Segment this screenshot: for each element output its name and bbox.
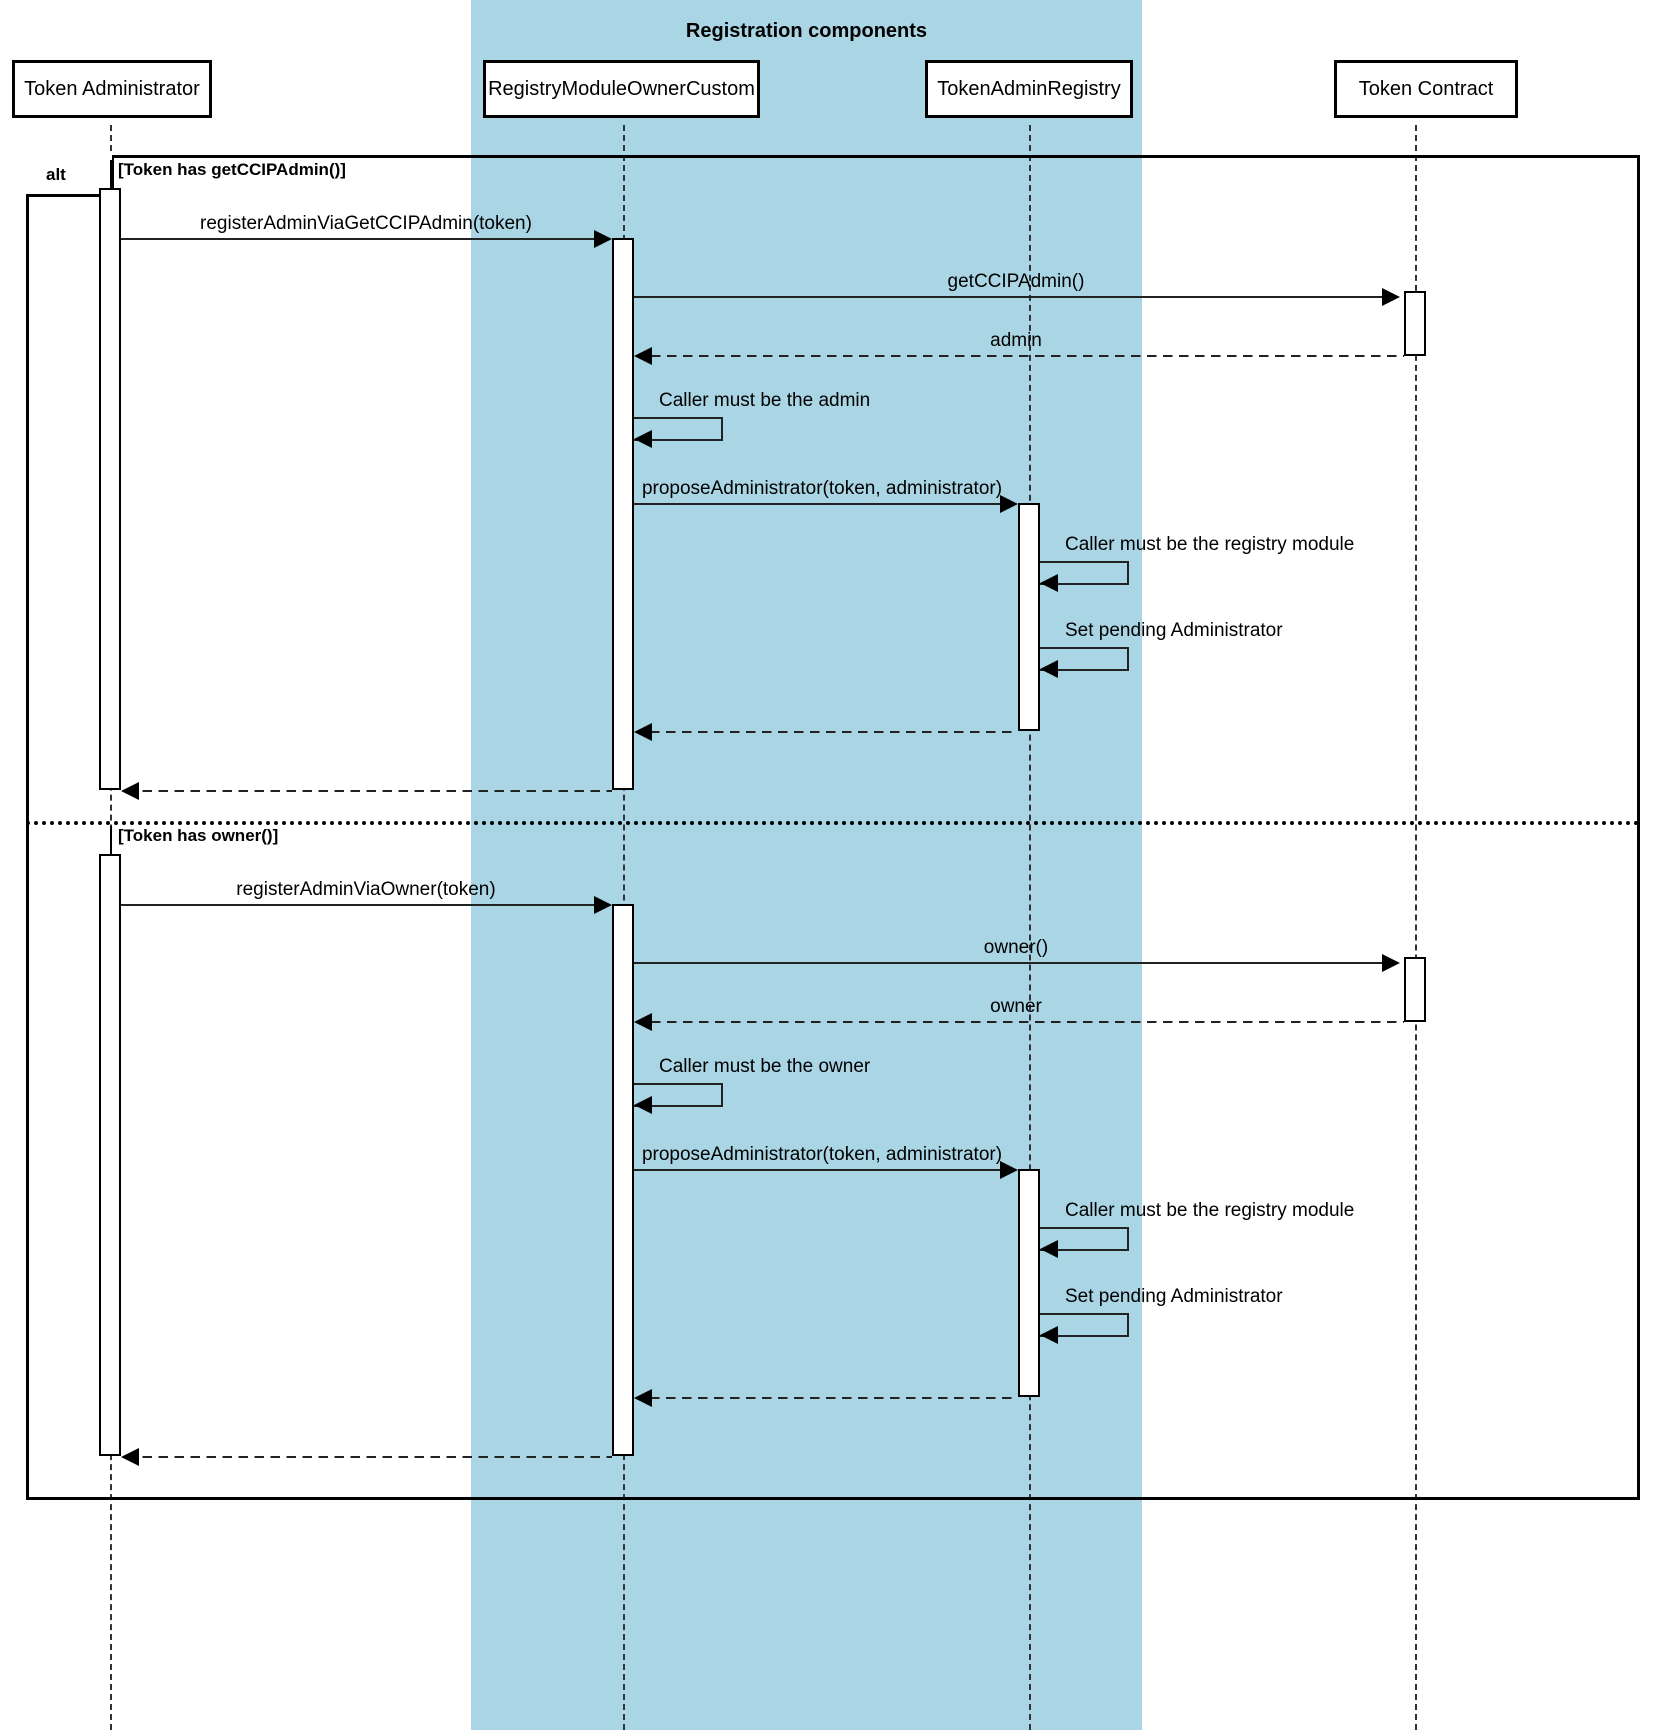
message-label-m15: Caller must be the registry module — [1065, 1200, 1355, 1221]
activation-admin-branch-1 — [99, 854, 121, 1456]
message-label-m1: registerAdminViaGetCCIPAdmin(token) — [200, 213, 532, 234]
message-arrowhead-m2 — [1382, 288, 1400, 306]
participant-token-administrator[interactable]: Token Administrator — [12, 60, 212, 118]
lifeline-token-contract — [1415, 125, 1417, 1730]
message-arrowhead-m15 — [1040, 1240, 1058, 1258]
message-line-m5 — [634, 503, 1000, 505]
message-arrowhead-m1 — [594, 230, 612, 248]
message-label-m6: Caller must be the registry module — [1065, 534, 1355, 555]
message-arrowhead-m9 — [121, 782, 139, 800]
participant-registry-module-owner-custom[interactable]: RegistryModuleOwnerCustom — [483, 60, 760, 118]
self-message-loop-m15 — [1040, 1227, 1129, 1251]
message-arrowhead-m12 — [634, 1013, 652, 1031]
message-arrowhead-m3 — [634, 347, 652, 365]
message-line-m9 — [137, 790, 612, 792]
message-label-m2: getCCIPAdmin() — [947, 271, 1085, 292]
message-label-m4: Caller must be the admin — [659, 390, 871, 411]
message-label-m10: registerAdminViaOwner(token) — [236, 879, 496, 900]
participant-token-admin-registry[interactable]: TokenAdminRegistry — [925, 60, 1133, 118]
alt-branch-divider — [26, 821, 1640, 825]
message-label-m13: Caller must be the owner — [659, 1056, 871, 1077]
message-line-m2 — [634, 296, 1382, 298]
message-label-m5: proposeAdministrator(token, administrato… — [641, 478, 1003, 499]
message-line-m12 — [650, 1021, 1404, 1023]
participant-token-contract[interactable]: Token Contract — [1334, 60, 1518, 118]
message-arrowhead-m11 — [1382, 954, 1400, 972]
message-line-m14 — [634, 1169, 1000, 1171]
message-arrowhead-m7 — [1040, 660, 1058, 678]
guard-label-branch-1: [Token has owner()] — [118, 826, 279, 845]
activation-registry-branch-1 — [612, 904, 634, 1456]
message-arrowhead-m5 — [1000, 495, 1018, 513]
self-message-loop-m16 — [1040, 1313, 1129, 1337]
message-line-m17 — [650, 1397, 1018, 1399]
message-label-m16: Set pending Administrator — [1065, 1286, 1283, 1307]
message-label-m11: owner() — [983, 937, 1049, 958]
message-line-m8 — [650, 731, 1018, 733]
message-arrowhead-m4 — [634, 430, 652, 448]
message-label-m7: Set pending Administrator — [1065, 620, 1283, 641]
self-message-loop-m13 — [634, 1083, 723, 1107]
participant-label: RegistryModuleOwnerCustom — [488, 77, 755, 100]
message-arrowhead-m13 — [634, 1096, 652, 1114]
activation-token-contract-branch-1 — [1404, 957, 1426, 1022]
activation-tar-branch-0 — [1018, 503, 1040, 731]
lifeline-token-admin-registry — [1029, 125, 1031, 1730]
guard-label-branch-0: [Token has getCCIPAdmin()] — [118, 160, 346, 179]
message-label-m3: admin — [990, 330, 1042, 351]
message-label-m12: owner — [990, 996, 1042, 1017]
message-line-m11 — [634, 962, 1382, 964]
message-label-m14: proposeAdministrator(token, administrato… — [641, 1144, 1003, 1165]
self-message-loop-m6 — [1040, 561, 1129, 585]
activation-admin-branch-0 — [99, 188, 121, 790]
message-arrowhead-m17 — [634, 1389, 652, 1407]
message-arrowhead-m8 — [634, 723, 652, 741]
message-arrowhead-m14 — [1000, 1161, 1018, 1179]
message-line-m3 — [650, 355, 1404, 357]
guard-bar-2 — [110, 826, 112, 854]
message-arrowhead-m18 — [121, 1448, 139, 1466]
message-arrowhead-m6 — [1040, 574, 1058, 592]
participant-label: TokenAdminRegistry — [937, 77, 1121, 100]
message-line-m10 — [121, 904, 601, 906]
message-line-m18 — [137, 1456, 612, 1458]
message-arrowhead-m16 — [1040, 1326, 1058, 1344]
participant-label: Token Administrator — [24, 77, 200, 100]
activation-tar-branch-1 — [1018, 1169, 1040, 1397]
activation-registry-branch-0 — [612, 238, 634, 790]
self-message-loop-m7 — [1040, 647, 1129, 671]
group-registration-components — [471, 0, 1142, 1730]
alt-fragment-operator-tag: alt — [26, 152, 114, 197]
self-message-loop-m4 — [634, 417, 723, 441]
participant-label: Token Contract — [1358, 77, 1494, 100]
message-line-m1 — [121, 238, 601, 240]
message-arrowhead-m10 — [594, 896, 612, 914]
activation-token-contract-branch-0 — [1404, 291, 1426, 356]
group-title: Registration components — [685, 20, 928, 42]
guard-bar-1 — [110, 160, 112, 188]
alt-operator-label: alt — [46, 164, 66, 184]
